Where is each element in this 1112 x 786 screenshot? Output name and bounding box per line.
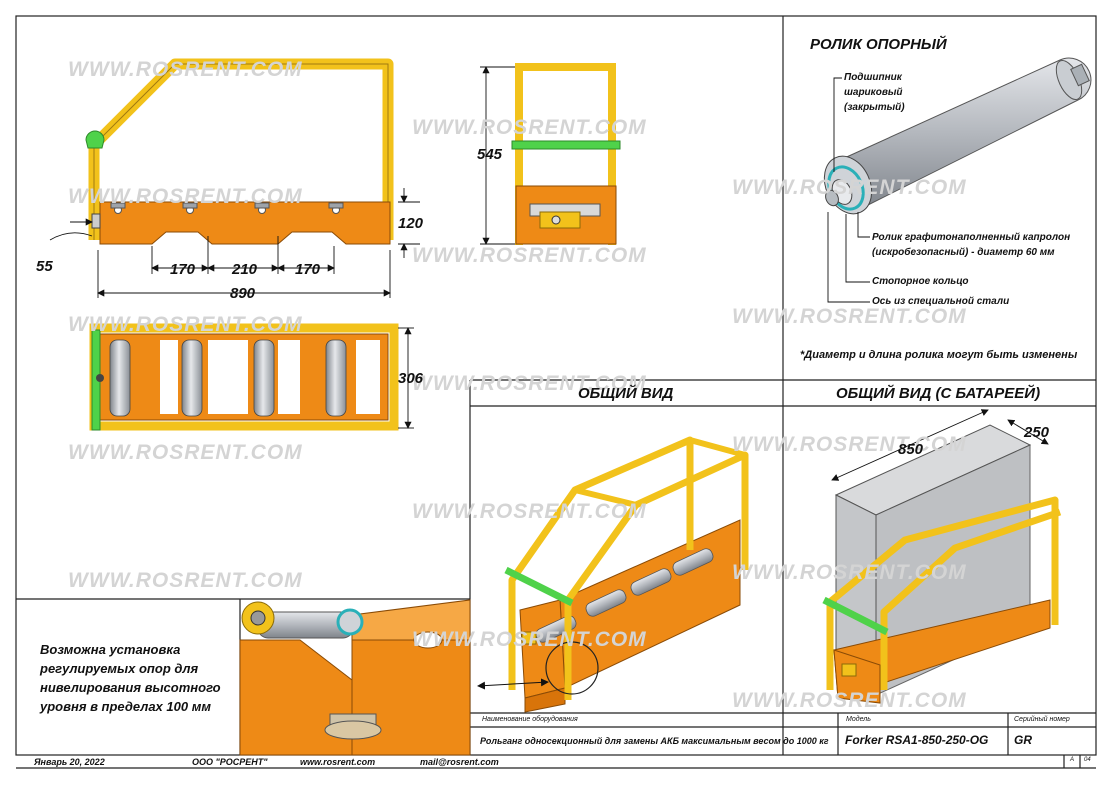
roller-ring-label: Стопорное кольцо [872,276,969,287]
watermark: WWW.ROSRENT.COM [412,500,647,523]
dim-210: 210 [232,261,258,278]
battery-view-title: ОБЩИЙ ВИД (С БАТАРЕЕЙ) [836,385,1041,402]
watermark: WWW.ROSRENT.COM [412,372,647,395]
watermark: WWW.ROSRENT.COM [68,185,303,208]
sheet-frame [15,15,1097,769]
watermark: WWW.ROSRENT.COM [412,116,647,139]
detail-arrow [477,678,549,690]
roller-bearing-label: Подшипник шариковый (закрытый) [844,72,905,113]
front-view-dimensions [480,66,515,245]
roller-title: РОЛИК ОПОРНЫЙ [810,36,947,53]
footer-mail: mail@rosrent.com [420,757,499,767]
general-view-title: ОБЩИЙ ВИД [578,385,674,402]
roller-note: *Диаметр и длина ролика могут быть измен… [800,349,1078,361]
footer-company: ООО "РОСРЕНТ" [192,757,268,767]
dim-250: 250 [1024,424,1050,441]
battery-view-illustration [822,424,1062,704]
top-view-dimensions [398,327,414,429]
side-view-dimensions [49,188,420,298]
sheet-number: 04 [1084,757,1091,763]
equipment-name: Рольганг односекционный для замены АКБ м… [480,736,829,746]
watermark: WWW.ROSRENT.COM [68,569,303,592]
watermark: WWW.ROSRENT.COM [732,689,967,712]
dim-545: 545 [477,146,503,163]
roller-illustration [823,57,1092,215]
watermark: WWW.ROSRENT.COM [412,244,647,267]
footer-site: www.rosrent.com [300,757,376,767]
watermark: WWW.ROSRENT.COM [732,561,967,584]
general-view-illustration [504,436,749,713]
top-view [89,323,399,431]
dim-120: 120 [398,215,424,232]
dim-170-left: 170 [170,261,196,278]
battery-view-dimensions [831,409,1049,481]
watermark: WWW.ROSRENT.COM [732,433,967,456]
foot-detail-illustration [239,599,471,756]
footer-date: Январь 20, 2022 [34,757,105,767]
watermark: WWW.ROSRENT.COM [412,628,647,651]
support-note: Возможна установка регулируемых опор для… [40,642,221,714]
model-label: Модель [846,716,871,723]
model-value: Forker RSA1-850-250-OG [845,733,989,747]
sheet-format: A [1070,757,1075,763]
dim-55: 55 [36,258,53,275]
roller-axle-label: Ось из специальной стали [872,296,1010,307]
dim-850: 850 [898,441,924,458]
equipment-name-label: Наименование оборудования [482,716,578,723]
dim-170-right: 170 [295,261,321,278]
watermark: WWW.ROSRENT.COM [732,305,967,328]
serial-value: GR [1014,733,1032,747]
watermark: WWW.ROSRENT.COM [68,58,303,81]
dim-890: 890 [230,285,256,302]
serial-label: Серийный номер [1014,716,1070,723]
watermark: WWW.ROSRENT.COM [68,313,303,336]
watermark: WWW.ROSRENT.COM [732,176,967,199]
dim-306: 306 [398,370,424,387]
roller-material-label: Ролик графитонаполненный капролон (искро… [872,232,1071,258]
handle-clamp [85,130,105,149]
roller-leaders [827,77,870,303]
front-view [511,63,621,245]
watermark: WWW.ROSRENT.COM [68,441,303,464]
side-view [85,58,394,245]
